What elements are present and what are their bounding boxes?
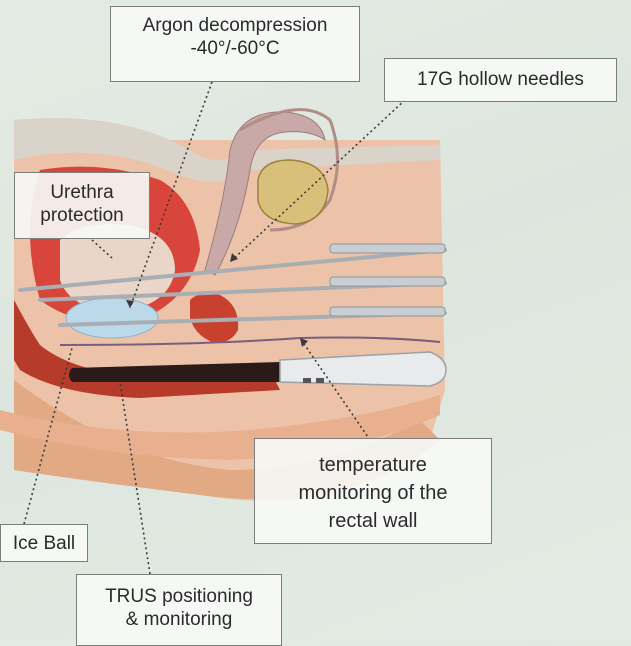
temp-line3: rectal wall xyxy=(255,507,491,535)
trus-line2: & monitoring xyxy=(77,608,281,631)
temp-line2: monitoring of the xyxy=(255,479,491,507)
ice-ball-callout: Ice Ball xyxy=(0,524,88,562)
ice-ball-shape xyxy=(66,298,158,338)
probe-button xyxy=(316,378,324,383)
urethra-line1: Urethra xyxy=(15,181,149,204)
urethra-protection-callout: Urethra protection xyxy=(14,172,150,239)
argon-line2: -40°/-60°C xyxy=(111,37,359,60)
argon-line1: Argon decompression xyxy=(111,14,359,37)
argon-decompression-callout: Argon decompression -40°/-60°C xyxy=(110,6,360,82)
temperature-monitoring-callout: temperature monitoring of the rectal wal… xyxy=(254,438,492,544)
temp-line1: temperature xyxy=(255,451,491,479)
probe-button xyxy=(303,378,311,383)
ice-ball-label: Ice Ball xyxy=(1,532,87,555)
trus-line1: TRUS positioning xyxy=(77,585,281,608)
hollow-needles-callout: 17G hollow needles xyxy=(384,58,617,102)
trus-callout: TRUS positioning & monitoring xyxy=(76,574,282,646)
needles-label: 17G hollow needles xyxy=(385,68,616,91)
urethra-line2: protection xyxy=(15,204,149,227)
testis xyxy=(258,160,328,224)
